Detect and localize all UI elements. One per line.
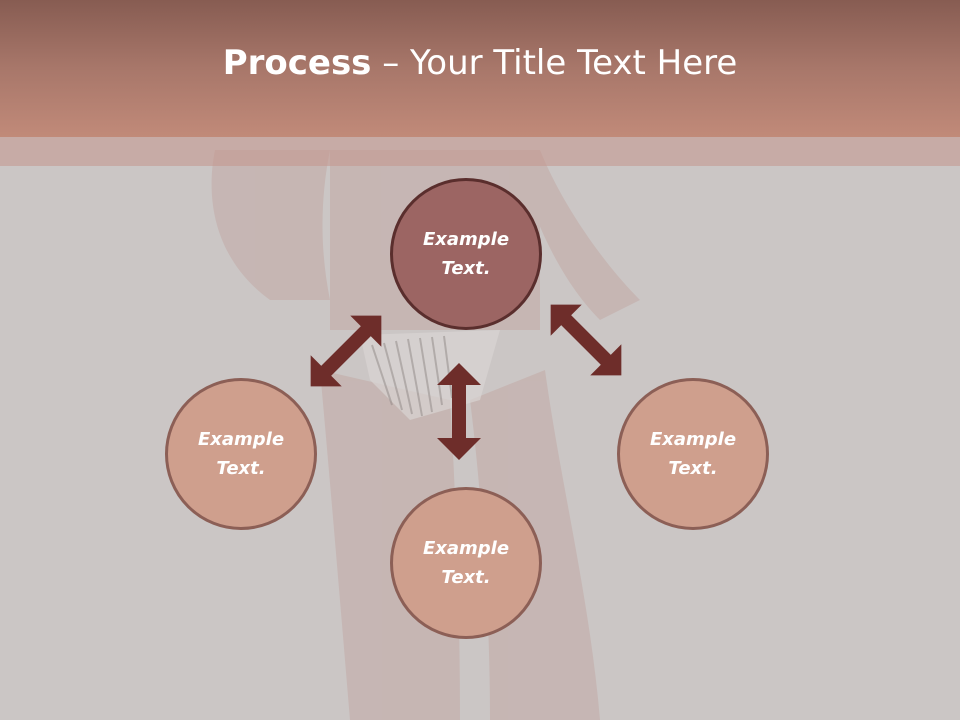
arrow-center-right xyxy=(550,304,622,376)
slide-title: Process – Your Title Text Here xyxy=(223,43,738,83)
arrow-center-left xyxy=(310,315,382,387)
title-bar: Process – Your Title Text Here xyxy=(0,0,960,137)
center-circle: Example Text. xyxy=(390,178,542,330)
right-circle-line2: Text. xyxy=(668,458,718,479)
title-bold-word: Process xyxy=(222,42,372,83)
arrow-center-bottom xyxy=(437,363,481,460)
left-circle-line2: Text. xyxy=(216,458,266,479)
left-circle-line1: Example xyxy=(197,429,285,450)
right-circle-line1: Example xyxy=(649,429,737,450)
title-text: – Your Title Text Here xyxy=(371,42,738,83)
center-circle-line2: Text. xyxy=(441,258,491,279)
bottom-circle-line2: Text. xyxy=(441,567,491,588)
left-circle: Example Text. xyxy=(165,378,317,530)
center-circle-line1: Example xyxy=(422,229,510,250)
bottom-circle: Example Text. xyxy=(390,487,542,639)
right-circle: Example Text. xyxy=(617,378,769,530)
header-band xyxy=(0,137,960,166)
bottom-circle-line1: Example xyxy=(422,538,510,559)
